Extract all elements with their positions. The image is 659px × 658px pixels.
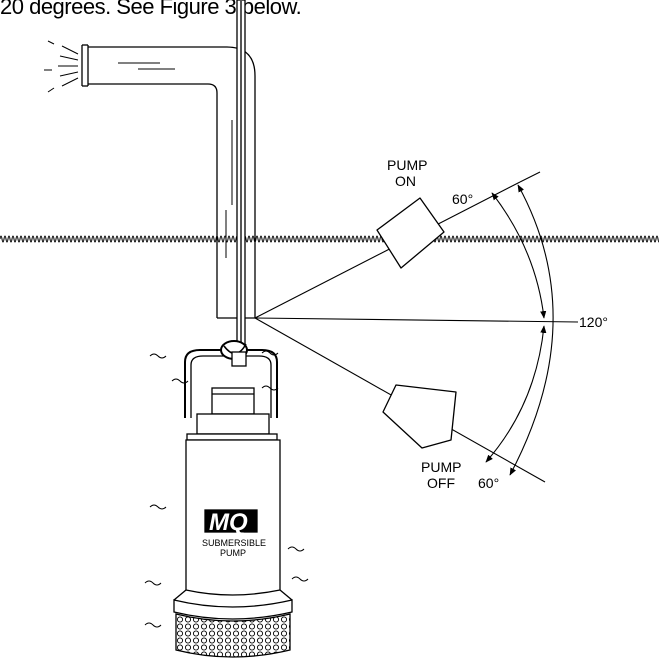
angle-label-upper: 60° — [452, 191, 473, 207]
angle-label-total: 120° — [579, 314, 608, 330]
discharge-pipe — [81, 44, 256, 319]
angle-arrows — [485, 184, 554, 476]
angle-label-lower: 60° — [478, 475, 499, 491]
header-text: 20 degrees. See Figure 3 below. — [0, 0, 302, 19]
float-pump-off — [382, 384, 457, 449]
power-cable — [236, 0, 246, 353]
float-pump-on — [376, 197, 445, 269]
pump-off-label-line2: OFF — [427, 475, 455, 491]
water-spray-icon — [44, 40, 79, 93]
water-surface-line — [0, 235, 659, 243]
pump-on-label-line1: PUMP — [387, 157, 427, 173]
pump-off-label-line1: PUMP — [421, 459, 461, 475]
pump-logo: MQ — [209, 509, 248, 536]
pump-caption-line2: PUMP — [220, 548, 246, 558]
pump-on-label-line2: ON — [395, 173, 416, 189]
submersible-pump — [173, 340, 293, 658]
pump-caption-line1: SUBMERSIBLE — [202, 538, 266, 548]
